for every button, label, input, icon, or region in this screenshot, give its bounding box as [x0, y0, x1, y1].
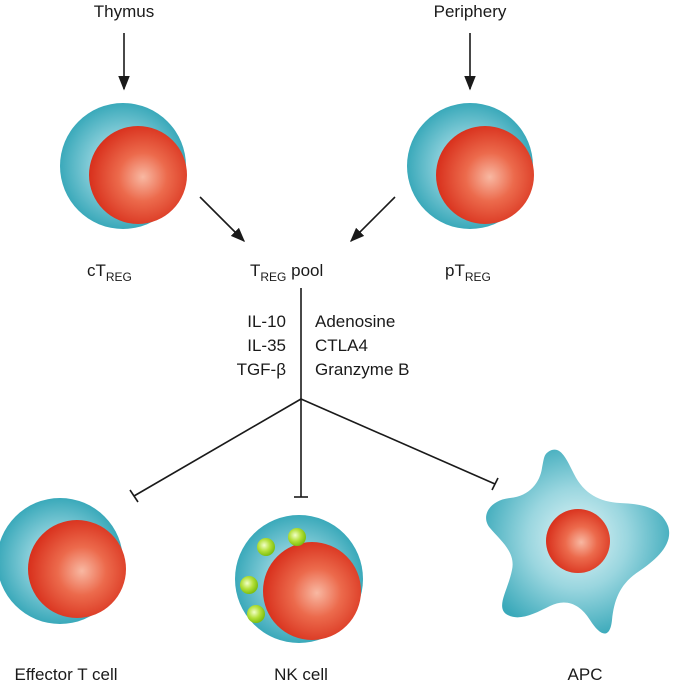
inhibit-apc-line — [300, 398, 496, 485]
thymus-label: Thymus — [94, 2, 154, 21]
apc-cell — [486, 449, 670, 634]
nk-granule — [247, 605, 265, 623]
factor-il35: IL-35 — [247, 336, 286, 355]
ctreg-label: cTREG — [87, 261, 132, 284]
nk-nucleus — [263, 542, 361, 640]
nk-granule — [240, 576, 258, 594]
apc-label: APC — [568, 665, 603, 684]
inhibit-apc-bar — [491, 477, 499, 491]
ptreg-label: pTREG — [445, 261, 491, 284]
ptreg-nucleus — [436, 126, 534, 224]
factor-adenosine: Adenosine — [315, 312, 395, 331]
pool-label: TREG pool — [250, 261, 323, 284]
effector-nucleus — [28, 520, 126, 618]
inhibit-effector-line — [133, 398, 302, 497]
inhibition-lines — [129, 398, 499, 503]
ptreg-cell — [407, 103, 534, 229]
ptreg-to-pool-arrow — [349, 196, 396, 243]
periphery-label: Periphery — [434, 2, 507, 21]
nk-cell — [235, 515, 363, 643]
effector-t-cell-label: Effector T cell — [15, 665, 118, 684]
factor-tgfb: TGF-β — [237, 360, 287, 379]
factor-ctla4: CTLA4 — [315, 336, 368, 355]
nk-granule — [288, 528, 306, 546]
apc-nucleus — [546, 509, 610, 573]
inhibit-effector-bar — [129, 489, 139, 503]
ctreg-to-pool-arrow — [199, 196, 246, 243]
factor-il10: IL-10 — [247, 312, 286, 331]
factor-granzyme-b: Granzyme B — [315, 360, 409, 379]
nk-cell-label: NK cell — [274, 665, 328, 684]
ctreg-nucleus — [89, 126, 187, 224]
ctreg-cell — [60, 103, 187, 229]
nk-granule — [257, 538, 275, 556]
effector-t-cell — [0, 498, 126, 624]
